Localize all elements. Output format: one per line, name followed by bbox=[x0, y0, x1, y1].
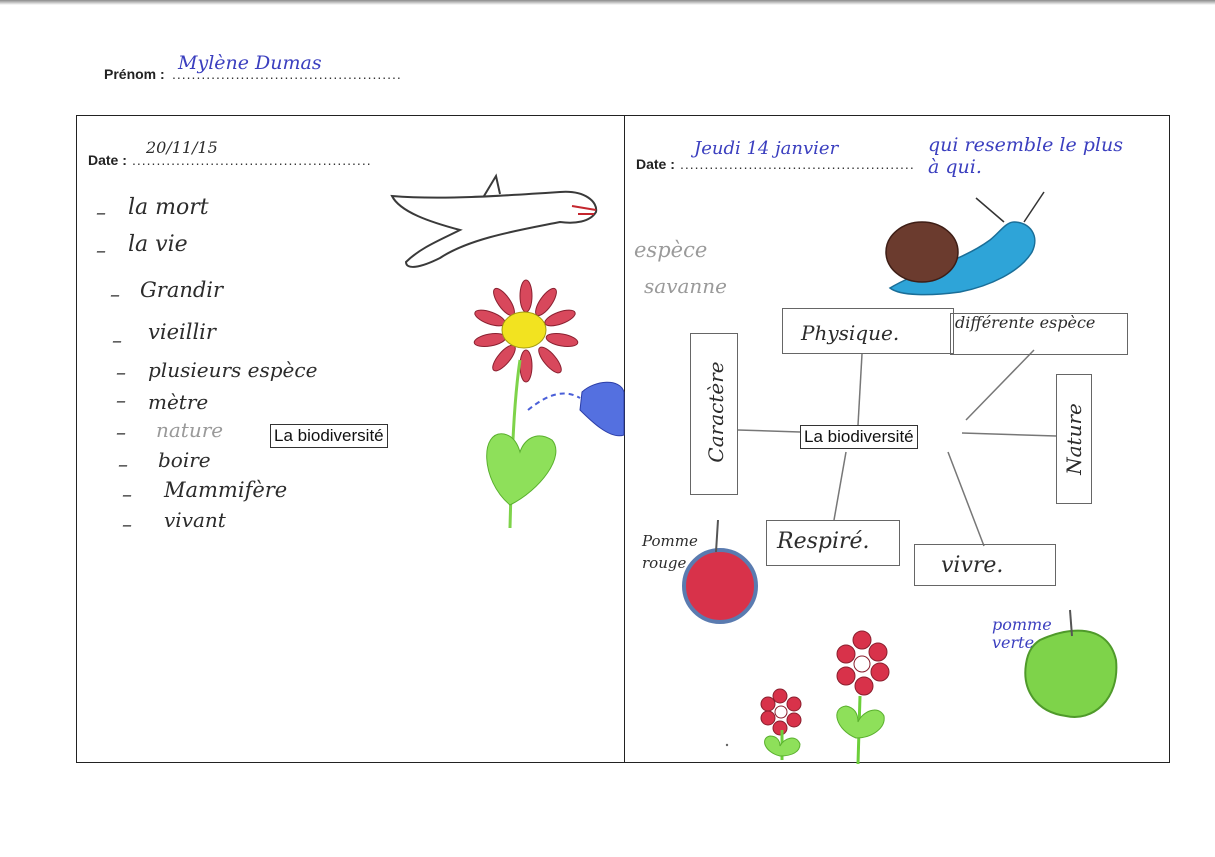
map-box-nature: Nature bbox=[1056, 374, 1092, 504]
list-dash: – bbox=[116, 360, 126, 384]
right-question-handwritten: qui resemble le plus à qui. bbox=[928, 134, 1123, 178]
list-item: nature bbox=[156, 418, 224, 442]
right-title-label: La biodiversité bbox=[800, 425, 918, 449]
list-dash: – bbox=[122, 482, 132, 506]
prenom-handwritten: Mylène Dumas bbox=[178, 52, 322, 74]
list-item: mètre bbox=[148, 390, 209, 414]
list-item: Grandir bbox=[140, 278, 224, 302]
scan-edge bbox=[0, 0, 1215, 5]
list-item: la mort bbox=[128, 195, 209, 220]
flower-drawing bbox=[473, 279, 625, 529]
left-date-label: Date : bbox=[88, 152, 127, 168]
list-dash: – bbox=[118, 452, 128, 476]
list-dash: – bbox=[116, 388, 126, 412]
list-item: Mammifère bbox=[164, 478, 288, 502]
left-title-label: La biodiversité bbox=[270, 424, 388, 448]
map-label-espece: différente espèce bbox=[955, 313, 1096, 332]
list-dash: – bbox=[122, 512, 132, 536]
red-apple-label: Pomme rouge bbox=[642, 532, 698, 572]
left-date-dotted-line: ........................................… bbox=[132, 152, 372, 168]
map-box-physique: Physique. bbox=[782, 308, 954, 354]
prenom-label: Prénom : bbox=[104, 66, 165, 82]
list-item: la vie bbox=[128, 232, 188, 257]
right-date-dotted-line: ........................................… bbox=[680, 156, 914, 172]
map-box-caractere: Caractère bbox=[690, 333, 738, 495]
list-dash: – bbox=[116, 420, 126, 444]
red-apple-drawing bbox=[682, 519, 758, 624]
list-dash: – bbox=[112, 328, 122, 352]
green-apple-drawing bbox=[1024, 609, 1118, 718]
shark-drawing bbox=[390, 173, 598, 268]
list-item: boire bbox=[158, 448, 211, 472]
right-date-handwritten: Jeudi 14 janvier bbox=[694, 138, 839, 159]
left-date-handwritten: 20/11/15 bbox=[146, 138, 218, 157]
concept-map-lines bbox=[737, 349, 1057, 547]
right-date-label: Date : bbox=[636, 156, 675, 172]
center-divider bbox=[624, 115, 625, 763]
prenom-dotted-line: ........................................… bbox=[172, 66, 400, 82]
green-apple-label: pomme verte bbox=[992, 615, 1052, 652]
map-box-espece: différente espèce bbox=[950, 313, 1128, 355]
list-dash: – bbox=[96, 200, 106, 224]
list-dash: – bbox=[96, 238, 106, 262]
side-word-espece: espèce bbox=[634, 238, 708, 262]
list-item: vieillir bbox=[148, 320, 216, 344]
map-box-respire: Respiré. bbox=[766, 520, 900, 566]
map-label-respire: Respiré. bbox=[777, 529, 870, 554]
pencil-dot bbox=[725, 743, 729, 747]
map-box-vivre: vivre. bbox=[914, 544, 1056, 586]
map-label-nature: Nature bbox=[1062, 403, 1086, 475]
map-label-physique: Physique. bbox=[801, 321, 900, 345]
list-dash: – bbox=[110, 282, 120, 306]
map-label-caractere: Caractère bbox=[704, 361, 728, 463]
list-item: vivant bbox=[164, 508, 226, 532]
worksheet-frame bbox=[76, 115, 1170, 763]
list-item: plusieurs espèce bbox=[148, 358, 318, 382]
side-word-savanne: savanne bbox=[644, 274, 728, 298]
small-flowers-drawing bbox=[760, 630, 890, 765]
map-label-vivre: vivre. bbox=[941, 553, 1004, 578]
snail-drawing bbox=[885, 191, 1045, 296]
